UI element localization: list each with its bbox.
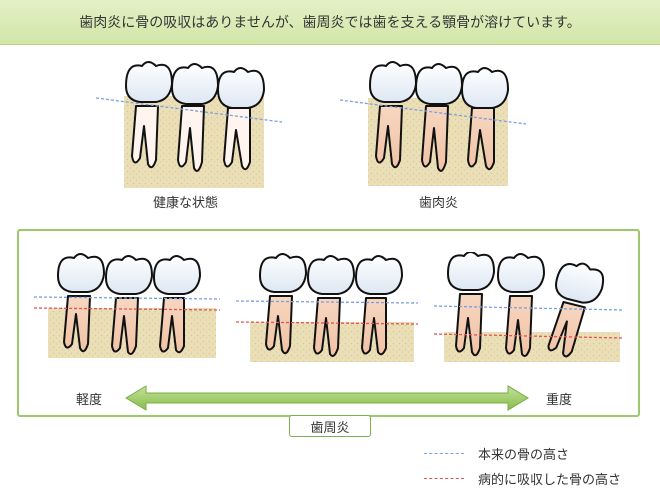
moderate-periodontitis-illustration [236,253,419,362]
legend-resorbed-label: 病的に吸収した骨の高さ [478,472,622,488]
gingivitis-teeth-illustration [340,61,527,186]
healthy-teeth-illustration [96,61,283,188]
severe-label: 重度 [546,393,573,408]
periodontitis-label: 歯周炎 [310,420,350,436]
healthy-label: 健康な状態 [153,196,219,211]
mild-periodontitis-illustration [34,253,221,358]
legend-resorbed-swatch [424,477,464,479]
legend-original: 本来の骨の高さ [424,444,570,463]
gingivitis-label: 歯肉炎 [419,196,459,211]
severe-periodontitis-illustration [433,252,623,362]
header-banner: 歯肉炎に骨の吸収はありませんが、歯周炎では歯を支える顎骨が溶けています。 [0,0,660,45]
legend-original-swatch [424,452,464,454]
periodontitis-tab: 歯周炎 [289,415,371,437]
severity-arrow [125,385,529,411]
legend-original-label: 本来の骨の高さ [478,447,570,463]
legend-resorbed: 病的に吸収した骨の高さ [424,469,622,488]
header-text: 歯肉炎に骨の吸収はありませんが、歯周炎では歯を支える顎骨が溶けています。 [79,15,581,31]
mild-label: 軽度 [76,393,103,408]
